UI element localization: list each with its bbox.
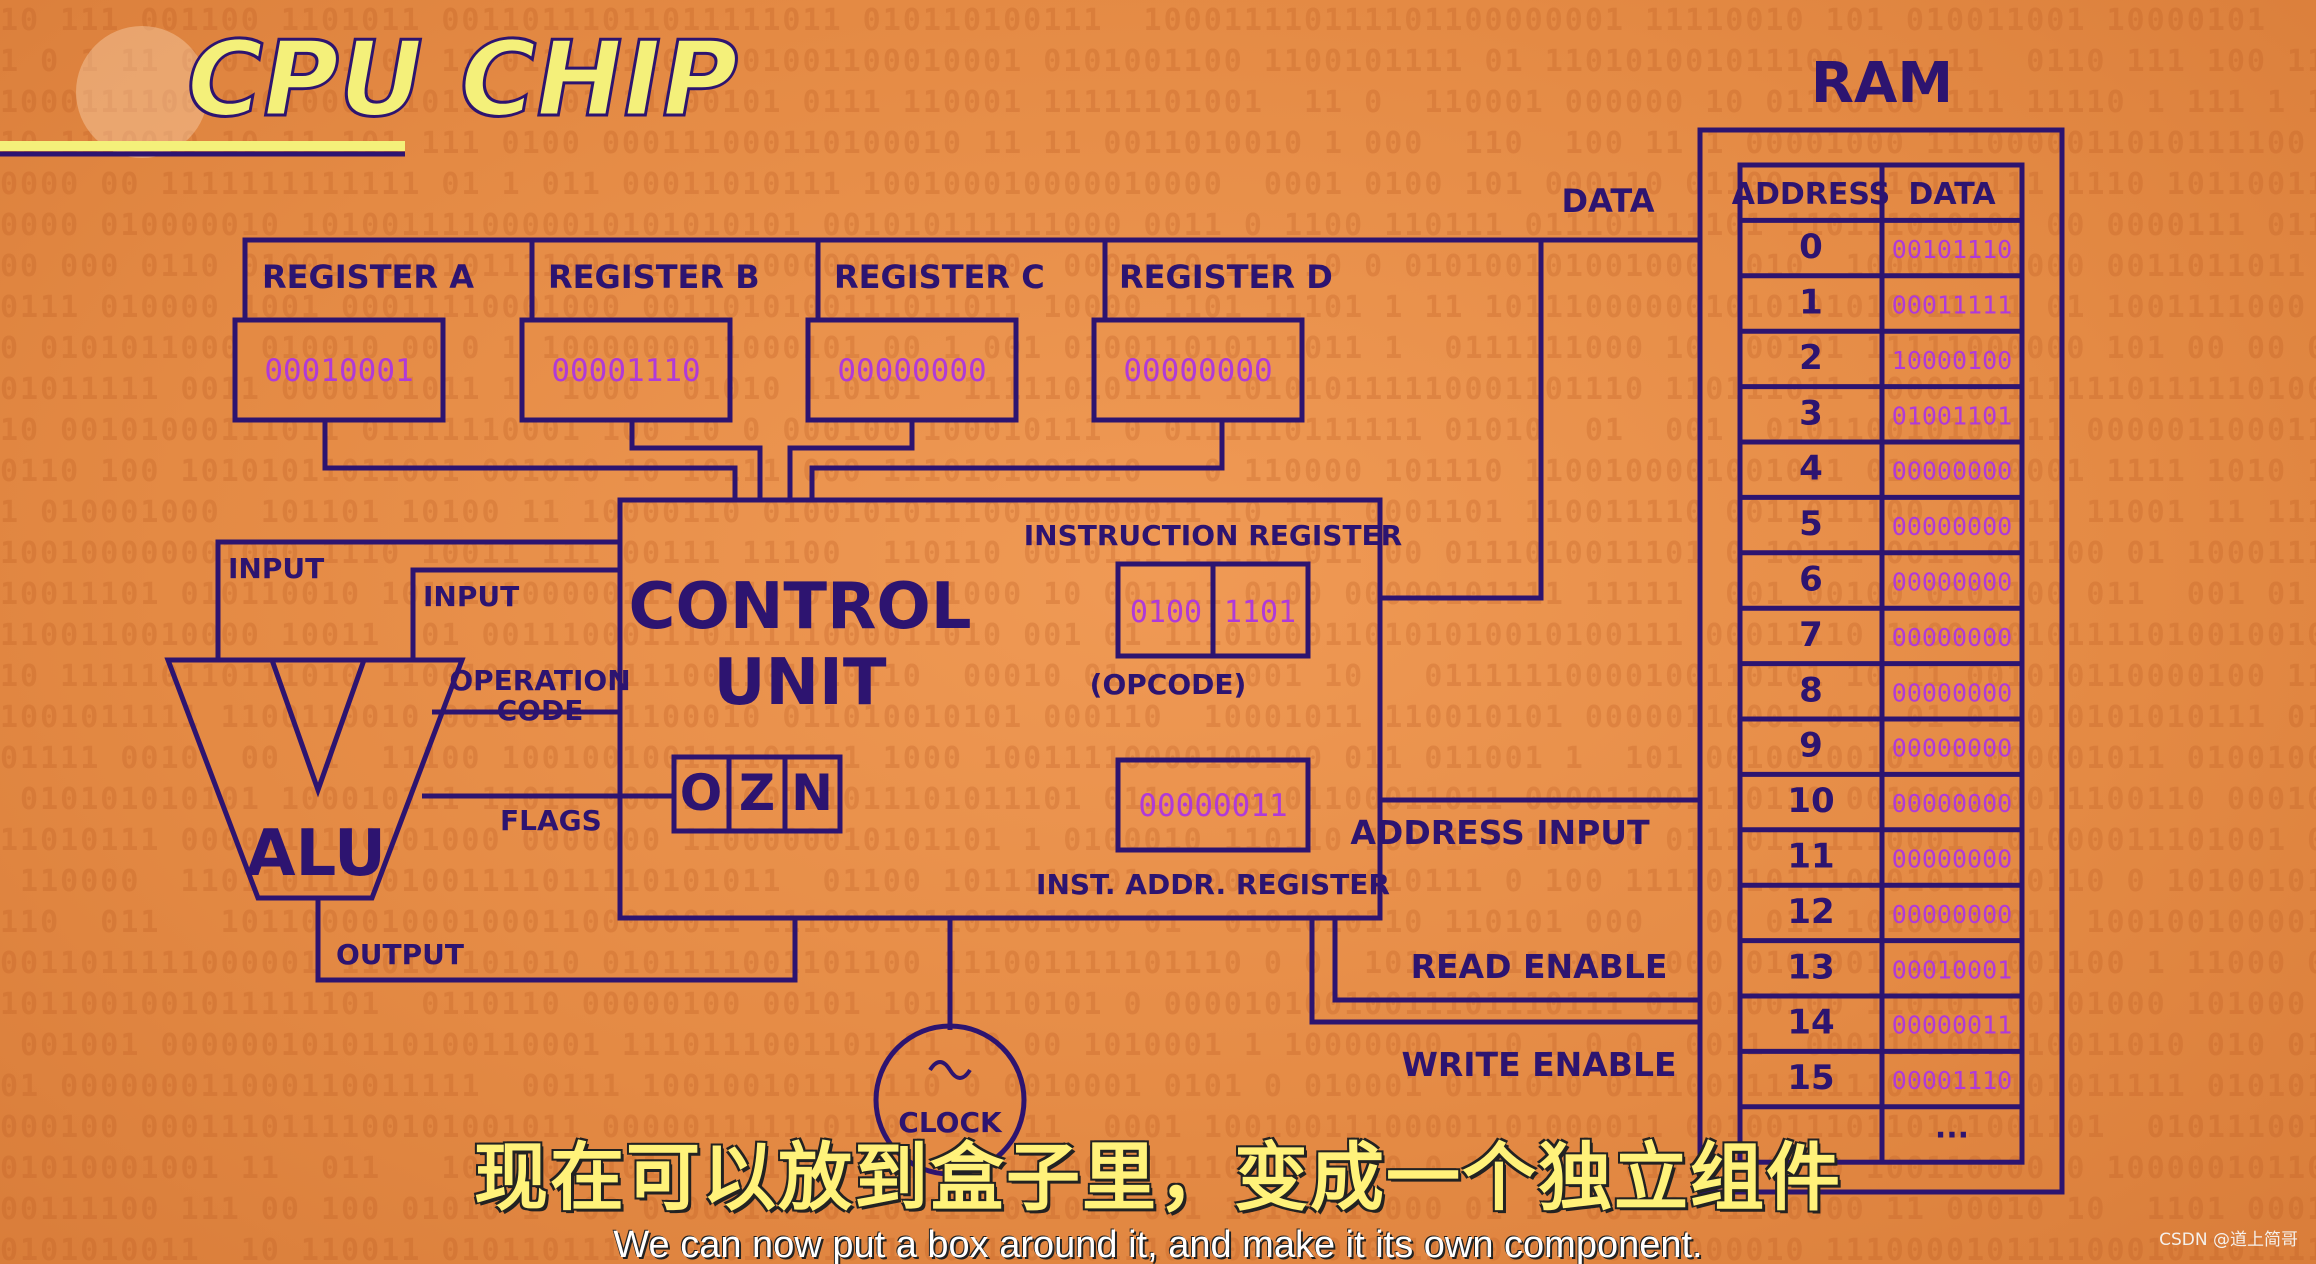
register-a-label: REGISTER A bbox=[262, 258, 474, 296]
ram-address-cell: 3 bbox=[1799, 393, 1823, 433]
ram-header-address: ADDRESS bbox=[1732, 177, 1890, 212]
alu-input-b-label: INPUT bbox=[423, 580, 519, 613]
ram-address-cell: 11 bbox=[1787, 836, 1834, 876]
ram-address-cell: 6 bbox=[1799, 559, 1823, 599]
ram-data-cell: 00000000 bbox=[1892, 678, 2012, 707]
inst-addr-register-box bbox=[1115, 757, 1311, 853]
ram-data-cell: 01001101 bbox=[1892, 401, 2012, 430]
ram-address-cell: 2 bbox=[1799, 338, 1823, 378]
control-unit-box bbox=[617, 497, 1383, 921]
opcode-label: (OPCODE) bbox=[1090, 668, 1247, 701]
ram-header-data: DATA bbox=[1908, 177, 1996, 212]
ram-address-cell: 10 bbox=[1787, 781, 1834, 821]
address-input-label: ADDRESS INPUT bbox=[1350, 813, 1650, 852]
ram-address-cell: 15 bbox=[1787, 1058, 1834, 1098]
ram-table bbox=[1737, 162, 2025, 1165]
inst-addr-label: INST. ADDR. REGISTER bbox=[1036, 868, 1390, 901]
ram-data-cell: 00000000 bbox=[1892, 623, 2012, 652]
alu-label: ALU bbox=[246, 817, 386, 891]
ram-more-indicator: ... bbox=[1935, 1110, 1969, 1145]
register-d-value: 00000000 bbox=[1123, 353, 1272, 389]
register-a-box bbox=[232, 317, 446, 423]
ram-data-cell: 00000000 bbox=[1892, 567, 2012, 596]
opcode-value: 0100 bbox=[1130, 595, 1202, 630]
ram-data-cell: 00010001 bbox=[1892, 955, 2012, 984]
ram-data-cell: 00000000 bbox=[1892, 734, 2012, 763]
flag-zero: Z bbox=[739, 764, 775, 822]
ram-data-cell: 00000000 bbox=[1892, 457, 2012, 486]
read-enable-label: READ ENABLE bbox=[1411, 947, 1668, 986]
register-d-label: REGISTER D bbox=[1119, 258, 1333, 296]
output-label: OUTPUT bbox=[336, 938, 464, 971]
clock-label: CLOCK bbox=[898, 1106, 1003, 1139]
subtitle-chinese: 现在可以放到盒子里，变成一个独立组件 bbox=[474, 1135, 1842, 1221]
write-enable-label: WRITE ENABLE bbox=[1401, 1045, 1676, 1084]
ram-data-cell: 00001110 bbox=[1892, 1066, 2012, 1095]
ram-address-cell: 14 bbox=[1787, 1003, 1834, 1043]
register-a-value: 00010001 bbox=[264, 353, 413, 389]
register-b-box bbox=[519, 317, 733, 423]
operand-value: 1101 bbox=[1224, 595, 1296, 630]
flag-overflow: O bbox=[680, 764, 723, 822]
data-bus-label: DATA bbox=[1562, 182, 1655, 220]
ram-address-cell: 7 bbox=[1799, 615, 1823, 655]
ram-labels: ADDRESS DATA 0 00101110 1 00011111 2 10000100 3 0… bbox=[1732, 177, 2012, 1145]
ram-address-cell: 12 bbox=[1787, 892, 1834, 932]
register-b-label: REGISTER B bbox=[548, 258, 760, 296]
ram-address-cell: 5 bbox=[1799, 504, 1823, 544]
ram-data-cell: 00011111 bbox=[1892, 290, 2012, 319]
ram-address-cell: 9 bbox=[1799, 726, 1823, 766]
inst-addr-value: 00000011 bbox=[1138, 788, 1287, 824]
alu-opcode-label-2: CODE bbox=[497, 694, 584, 727]
ram-address-cell: 1 bbox=[1799, 282, 1823, 322]
watermark: CSDN @道上简哥 bbox=[2159, 1230, 2298, 1250]
alu-input-a-label: INPUT bbox=[228, 552, 324, 585]
ram-data-cell: 00000000 bbox=[1892, 512, 2012, 541]
ram-address-cell: 13 bbox=[1787, 947, 1834, 987]
flags-label: FLAGS bbox=[500, 804, 602, 837]
alu-opcode-label-1: OPERATION bbox=[449, 664, 630, 697]
page-title: CPU CHIP bbox=[175, 19, 748, 140]
ram-data-cell: 00000011 bbox=[1892, 1011, 2012, 1040]
data-bus bbox=[242, 237, 1700, 320]
logo-icon bbox=[76, 26, 208, 158]
ram-outer-box bbox=[1697, 127, 2065, 1195]
ram-data-cell: 00101110 bbox=[1892, 235, 2012, 264]
ram-address-cell: 4 bbox=[1799, 449, 1823, 489]
ram-data-cell: 10000100 bbox=[1892, 346, 2012, 375]
ram-address-cell: 8 bbox=[1799, 670, 1823, 710]
instruction-register-label: INSTRUCTION REGISTER bbox=[1024, 519, 1403, 552]
ram-data-cell: 00000000 bbox=[1892, 900, 2012, 929]
control-unit-label-2: UNIT bbox=[714, 646, 887, 720]
ram-data-cell: 00000000 bbox=[1892, 844, 2012, 873]
ram-title: RAM bbox=[1811, 51, 1953, 116]
control-unit-label-1: CONTROL bbox=[628, 570, 971, 644]
ram-address-cell: 0 bbox=[1799, 227, 1823, 267]
register-c-value: 00000000 bbox=[837, 353, 986, 389]
subtitle-english: We can now put a box around it, and make… bbox=[613, 1224, 1703, 1264]
clock-icon bbox=[873, 1023, 1027, 1177]
register-b-value: 00001110 bbox=[551, 353, 700, 389]
ram-data-cell: 00000000 bbox=[1892, 789, 2012, 818]
register-d-box bbox=[1091, 317, 1305, 423]
flag-negative: N bbox=[791, 764, 833, 822]
register-c-label: REGISTER C bbox=[834, 258, 1045, 296]
